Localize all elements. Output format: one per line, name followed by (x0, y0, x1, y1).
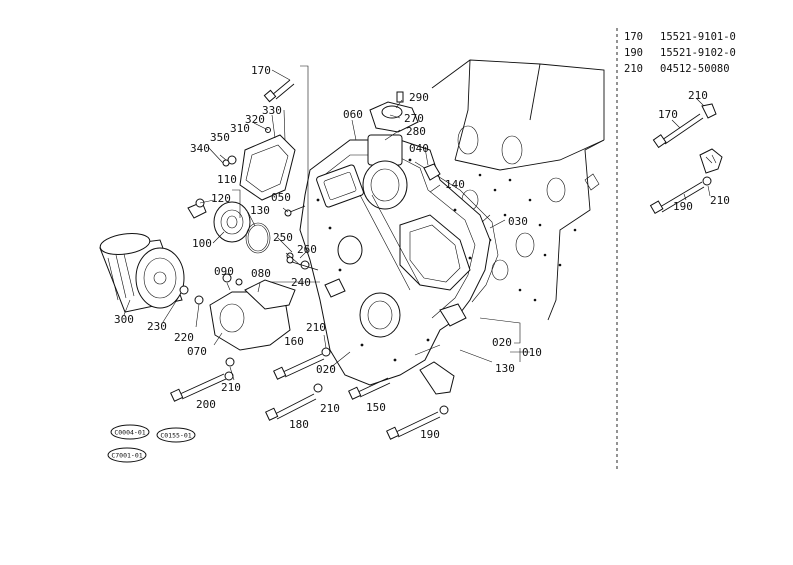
parts-table-number-0: 15521-9101-0 (660, 31, 736, 43)
callout-050: 050 (271, 191, 291, 204)
callout-130b: 130 (495, 362, 515, 375)
callout-210c: 210 (320, 402, 340, 415)
sensor-part (423, 163, 441, 181)
callout-320: 320 (245, 113, 265, 126)
reference-bubble-2 (156, 427, 196, 443)
parts-table-number-1: 15521-9102-0 (660, 47, 736, 59)
callout-080: 080 (251, 267, 271, 280)
oil-filter (99, 233, 204, 313)
callout-220: 220 (174, 331, 194, 344)
inset-callout-190: 190 (673, 200, 693, 213)
callout-270: 270 (404, 112, 424, 125)
callout-020b: 020 (492, 336, 512, 349)
callout-350: 350 (210, 131, 230, 144)
inset-callout-210b: 210 (710, 194, 730, 207)
callout-labels: 170 330 320 310 350 340 110 120 130 100 … (114, 64, 542, 441)
callout-250: 250 (273, 231, 293, 244)
reference-bubbles: C0004-01 C0155-01 C7001-01 (107, 424, 196, 463)
callout-130a: 130 (250, 204, 270, 217)
callout-120: 120 (211, 192, 231, 205)
callout-240: 240 (291, 276, 311, 289)
callout-210b: 210 (306, 321, 326, 334)
reference-bubble-1 (110, 424, 150, 440)
callout-010: 010 (522, 346, 542, 359)
parts-table-ref-0: 170 (624, 31, 643, 43)
callout-210a: 210 (221, 381, 241, 394)
parts-table-ref-2: 210 (624, 63, 643, 75)
thermostat-cover (369, 91, 419, 133)
parts-table-ref-1: 190 (624, 47, 643, 59)
callout-040: 040 (409, 142, 429, 155)
callout-140: 140 (445, 178, 465, 191)
callout-310: 310 (230, 122, 250, 135)
engine-block (431, 59, 605, 321)
callout-170: 170 (251, 64, 271, 77)
inset-callout-170: 170 (658, 108, 678, 121)
leader-lines (123, 65, 530, 381)
callout-190: 190 (420, 428, 440, 441)
callout-330: 330 (262, 104, 282, 117)
water-pump-assembly (187, 127, 296, 254)
gasket-outline (414, 161, 499, 303)
callout-260: 260 (297, 243, 317, 256)
callout-160: 160 (284, 335, 304, 348)
callout-090: 090 (214, 265, 234, 278)
reference-bubble-1-label: C0004-01 (114, 429, 145, 437)
callout-030: 030 (508, 215, 528, 228)
parts-table-number-2: 04512-50080 (660, 63, 730, 75)
reference-bubble-3 (107, 447, 147, 463)
callout-280: 280 (406, 125, 426, 138)
gear-case (299, 134, 491, 395)
bolts (170, 79, 449, 440)
callout-200: 200 (196, 398, 216, 411)
reference-bubble-3-label: C7001-01 (111, 452, 142, 460)
inset-callout-210a: 210 (688, 89, 708, 102)
callout-290: 290 (409, 91, 429, 104)
callout-100: 100 (192, 237, 212, 250)
callout-070: 070 (187, 345, 207, 358)
callout-110: 110 (217, 173, 237, 186)
reference-bubble-2-label: C0155-01 (160, 432, 191, 440)
callout-300: 300 (114, 313, 134, 326)
callout-020a: 020 (316, 363, 336, 376)
callout-060: 060 (343, 108, 363, 121)
callout-340: 340 (190, 142, 210, 155)
callout-230: 230 (147, 320, 167, 333)
callout-180: 180 (289, 418, 309, 431)
inset-detail: 170 210 190 210 (649, 89, 730, 215)
parts-table: 170 15521-9101-0 190 15521-9102-0 210 04… (624, 31, 736, 75)
callout-150: 150 (366, 401, 386, 414)
